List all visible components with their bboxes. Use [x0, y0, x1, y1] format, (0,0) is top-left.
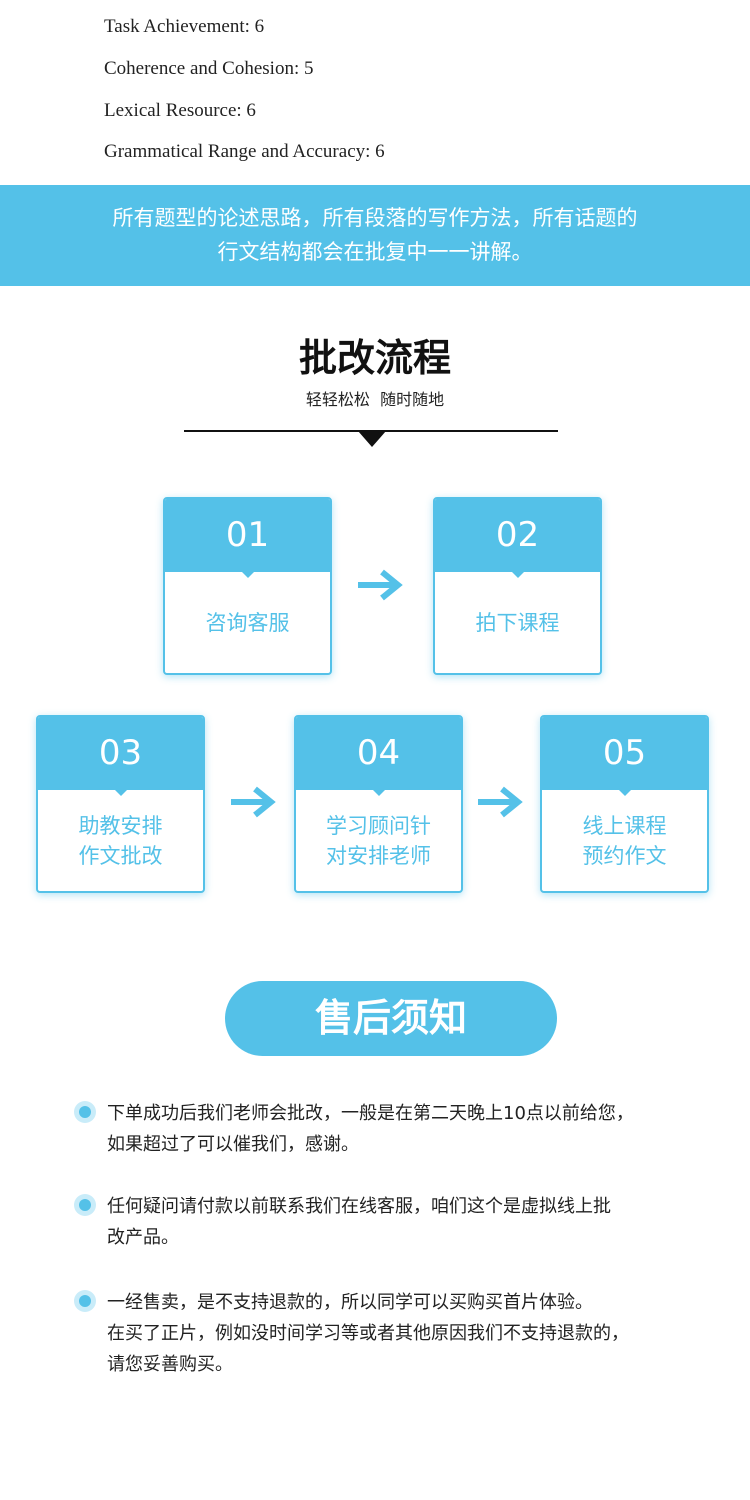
process-title: 批改流程: [298, 336, 451, 380]
step-number: 03: [38, 717, 203, 790]
divider-triangle-icon: [358, 431, 386, 447]
score-grammatical-range: Grammatical Range and Accuracy: 6: [104, 141, 385, 162]
step-label-line: 拍下课程: [475, 610, 560, 635]
step-card-02: 02 拍下课程: [433, 497, 602, 675]
banner-line-1: 所有题型的论述思路，所有段落的写作方法，所有话题的: [112, 206, 638, 230]
score-task-achievement: Task Achievement: 6: [104, 16, 265, 37]
score-coherence-cohesion: Coherence and Cohesion: 5: [104, 58, 314, 79]
right-arrow-icon: [478, 786, 523, 818]
after-sales-title: 售后须知: [225, 981, 557, 1056]
step-number: 04: [296, 717, 461, 790]
step-label: 线上课程 预约作文: [542, 790, 707, 891]
note-text: 任何疑问请付款以前联系我们在线客服，咱们这个是虚拟线上批 改产品。: [107, 1191, 727, 1253]
step-card-03: 03 助教安排 作文批改: [36, 715, 205, 893]
note-text: 一经售卖，是不支持退款的，所以同学可以买购买首片体验。 在买了正片，例如没时间学…: [107, 1287, 727, 1380]
banner-line-2: 行文结构都会在批复中一一讲解。: [217, 240, 533, 264]
note-line: 改产品。: [107, 1227, 179, 1248]
right-arrow-icon: [358, 569, 403, 601]
step-label-line: 学习顾问针: [326, 813, 431, 838]
step-card-01: 01 咨询客服: [163, 497, 332, 675]
circle-bullet-icon: [74, 1101, 96, 1123]
process-subtitle: 轻轻松松 随时随地: [305, 390, 445, 409]
circle-bullet-icon: [74, 1194, 96, 1216]
step-number: 02: [435, 499, 600, 572]
step-label-line: 作文批改: [78, 843, 163, 868]
note-line: 在买了正片，例如没时间学习等或者其他原因我们不支持退款的，: [107, 1323, 629, 1344]
step-number: 01: [165, 499, 330, 572]
circle-bullet-icon: [74, 1290, 96, 1312]
score-lexical-resource: Lexical Resource: 6: [104, 100, 256, 121]
notch-icon: [510, 571, 525, 578]
step-label-line: 助教安排: [78, 813, 163, 838]
notch-icon: [240, 571, 255, 578]
step-label: 拍下课程: [435, 572, 600, 673]
notch-icon: [617, 789, 632, 796]
note-line: 如果超过了可以催我们，感谢。: [107, 1134, 359, 1155]
step-label-line: 线上课程: [582, 813, 667, 838]
note-line: 请您妥善购买。: [107, 1354, 233, 1375]
step-label-line: 咨询客服: [205, 610, 290, 635]
step-label-line: 对安排老师: [326, 843, 431, 868]
step-label-line: 预约作文: [582, 843, 667, 868]
step-label: 咨询客服: [165, 572, 330, 673]
note-line: 下单成功后我们老师会批改，一般是在第二天晚上10点以前给您，: [107, 1103, 634, 1124]
notch-icon: [113, 789, 128, 796]
step-label: 学习顾问针 对安排老师: [296, 790, 461, 891]
notch-icon: [371, 789, 386, 796]
step-card-05: 05 线上课程 预约作文: [540, 715, 709, 893]
note-line: 一经售卖，是不支持退款的，所以同学可以买购买首片体验。: [107, 1292, 593, 1313]
step-card-04: 04 学习顾问针 对安排老师: [294, 715, 463, 893]
right-arrow-icon: [231, 786, 276, 818]
note-line: 任何疑问请付款以前联系我们在线客服，咱们这个是虚拟线上批: [107, 1196, 611, 1217]
step-number: 05: [542, 717, 707, 790]
explanation-banner: 所有题型的论述思路，所有段落的写作方法，所有话题的 行文结构都会在批复中一一讲解…: [0, 185, 750, 286]
note-text: 下单成功后我们老师会批改，一般是在第二天晚上10点以前给您， 如果超过了可以催我…: [107, 1098, 727, 1160]
step-label: 助教安排 作文批改: [38, 790, 203, 891]
